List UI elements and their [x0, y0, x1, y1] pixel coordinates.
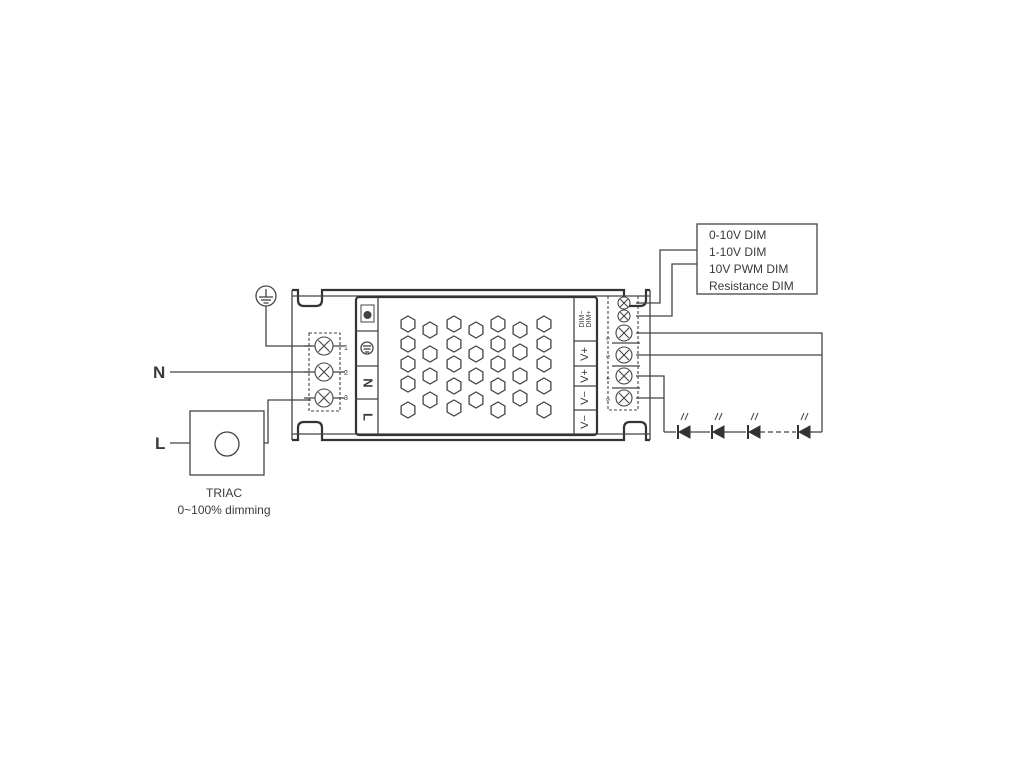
vent-hole [536, 315, 552, 333]
dim-plus-wire [636, 249, 697, 304]
certification-mark-icon [360, 304, 375, 323]
vent-hole [468, 391, 484, 409]
dimming-option-pwm: 10V PWM DIM [709, 262, 788, 276]
vent-hole [400, 335, 416, 353]
ground-icon [255, 285, 277, 307]
led-diode-icon [747, 412, 761, 439]
vent-hole [490, 377, 506, 395]
vent-hole [422, 367, 438, 385]
screw-terminal-icon [617, 309, 631, 323]
panel-ground-icon [360, 341, 374, 355]
vent-hole [446, 315, 462, 333]
vent-hole [536, 401, 552, 419]
ground-wire [265, 306, 311, 347]
panel-dim-plus: DIM+ [586, 311, 593, 328]
vent-hole [512, 321, 528, 339]
vent-hole [422, 345, 438, 363]
vent-hole [490, 335, 506, 353]
led-diode-icon [797, 412, 811, 439]
dim-minus-wire [636, 263, 697, 317]
input-terminal-number-3: 3 [344, 395, 348, 402]
led-diode-icon [677, 412, 691, 439]
screw-terminal-icon [615, 346, 633, 364]
v-minus-wire-1 [636, 375, 665, 432]
vent-hole [512, 389, 528, 407]
screw-terminal-icon [314, 388, 334, 408]
vent-hole [468, 321, 484, 339]
vent-hole [468, 367, 484, 385]
input-terminal-number-2: 2 [344, 370, 348, 377]
vent-hole [400, 375, 416, 393]
panel-output-v-plus-2: V+ [579, 369, 591, 383]
screw-terminal-icon [314, 336, 334, 356]
panel-input-l: L [361, 413, 376, 421]
triac-dimmer [189, 410, 265, 476]
screw-terminal-icon [615, 324, 633, 342]
vent-hole [490, 401, 506, 419]
vent-hole [490, 355, 506, 373]
screw-terminal-icon [617, 296, 631, 310]
dimming-option-0-10v: 0-10V DIM [709, 228, 766, 242]
v-plus-wire-1 [636, 332, 823, 432]
panel-input-n: N [361, 378, 376, 387]
vent-hole [400, 401, 416, 419]
output-terminal-number-5: 5 [604, 355, 610, 358]
vent-hole [490, 315, 506, 333]
output-terminal-block [607, 295, 640, 411]
neutral-label: N [153, 363, 165, 382]
screw-terminal-icon [615, 367, 633, 385]
panel-output-v-minus-2: V− [579, 415, 591, 429]
vent-hole [512, 343, 528, 361]
vent-hole [446, 335, 462, 353]
vent-hole [446, 377, 462, 395]
triac-output-wire [264, 399, 311, 444]
vent-hole [536, 355, 552, 373]
vent-hole [422, 321, 438, 339]
triac-dimming-label: 0~100% dimming [177, 503, 270, 517]
dimming-option-resistance: Resistance DIM [709, 279, 794, 293]
triac-label: TRIAC [206, 486, 242, 500]
panel-output-v-plus-1: V+ [579, 347, 591, 361]
vent-hole [400, 355, 416, 373]
panel-dim-minus: DIM− [579, 311, 586, 328]
panel-output-v-minus-1: V− [579, 391, 591, 405]
vent-hole [422, 391, 438, 409]
output-terminal-number-4: 4 [604, 377, 610, 380]
vent-hole [446, 399, 462, 417]
screw-terminal-icon [615, 389, 633, 407]
vent-hole [536, 377, 552, 395]
vent-hole [446, 355, 462, 373]
output-terminal-number-6: 6 [604, 337, 610, 340]
driver-panel [354, 295, 599, 437]
vent-grille [400, 315, 552, 419]
input-terminal-number-1: 1 [344, 345, 348, 352]
led-diode-icon [711, 412, 725, 439]
dimming-options-box [696, 223, 818, 295]
vent-hole [400, 315, 416, 333]
screw-terminal-icon [314, 362, 334, 382]
vent-hole [512, 367, 528, 385]
live-label: L [155, 434, 165, 453]
vent-hole [468, 345, 484, 363]
dimming-option-1-10v: 1-10V DIM [709, 245, 766, 259]
vent-hole [536, 335, 552, 353]
output-terminal-number-3: 3 [604, 398, 610, 401]
